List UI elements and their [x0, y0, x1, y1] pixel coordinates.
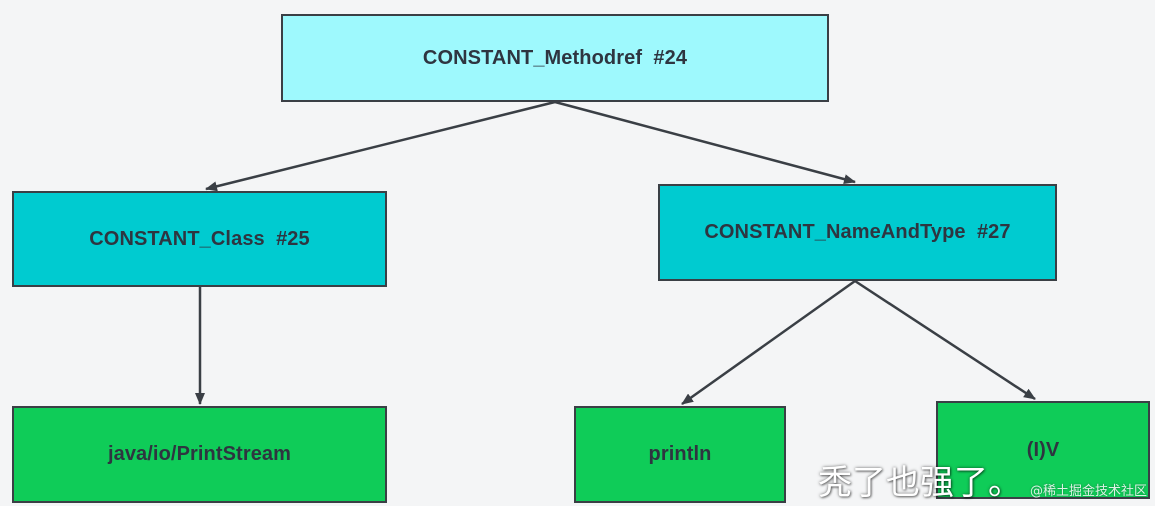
edge-root-to-name-and-type: [554, 100, 856, 184]
node-method-name-value: println: [574, 406, 786, 503]
edge-root-to-class: [205, 100, 556, 192]
edge-name-and-type-to-method-name: [681, 279, 856, 406]
edge-name-and-type-to-descriptor: [854, 279, 1036, 401]
node-constant-name-and-type: CONSTANT_NameAndType #27: [658, 184, 1057, 281]
node-class-name-value: java/io/PrintStream: [12, 406, 387, 503]
node-constant-methodref: CONSTANT_Methodref #24: [281, 14, 829, 102]
node-constant-class: CONSTANT_Class #25: [12, 191, 387, 287]
node-descriptor-value: (I)V: [936, 401, 1150, 499]
